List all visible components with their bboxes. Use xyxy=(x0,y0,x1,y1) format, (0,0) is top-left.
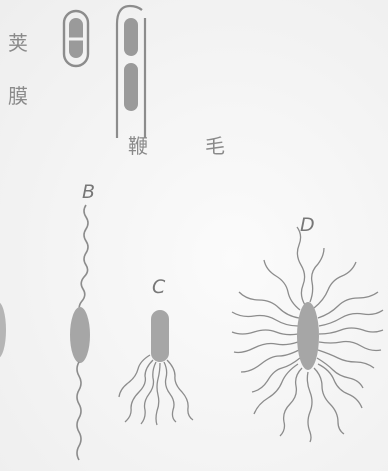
flagellum-label-char-1: 鞭 xyxy=(128,134,148,158)
bacterium-d xyxy=(232,227,383,442)
bacterium-d-body xyxy=(297,302,319,370)
capsule-label-char-2: 膜 xyxy=(8,84,28,108)
label-b: B xyxy=(82,181,95,203)
capsule-cell xyxy=(64,11,88,66)
flagellum-label-char-2: 毛 xyxy=(205,134,225,158)
partial-cell-a xyxy=(0,302,6,358)
bacterium-c xyxy=(119,310,193,425)
label-c: C xyxy=(152,276,166,298)
flagellum-cell xyxy=(117,6,145,138)
bacterium-b xyxy=(70,205,90,460)
capsule-label-char-1: 荚 xyxy=(8,31,28,55)
label-d: D xyxy=(300,214,315,236)
bacterium-c-body xyxy=(151,310,169,362)
bacterium-b-body xyxy=(70,307,90,363)
